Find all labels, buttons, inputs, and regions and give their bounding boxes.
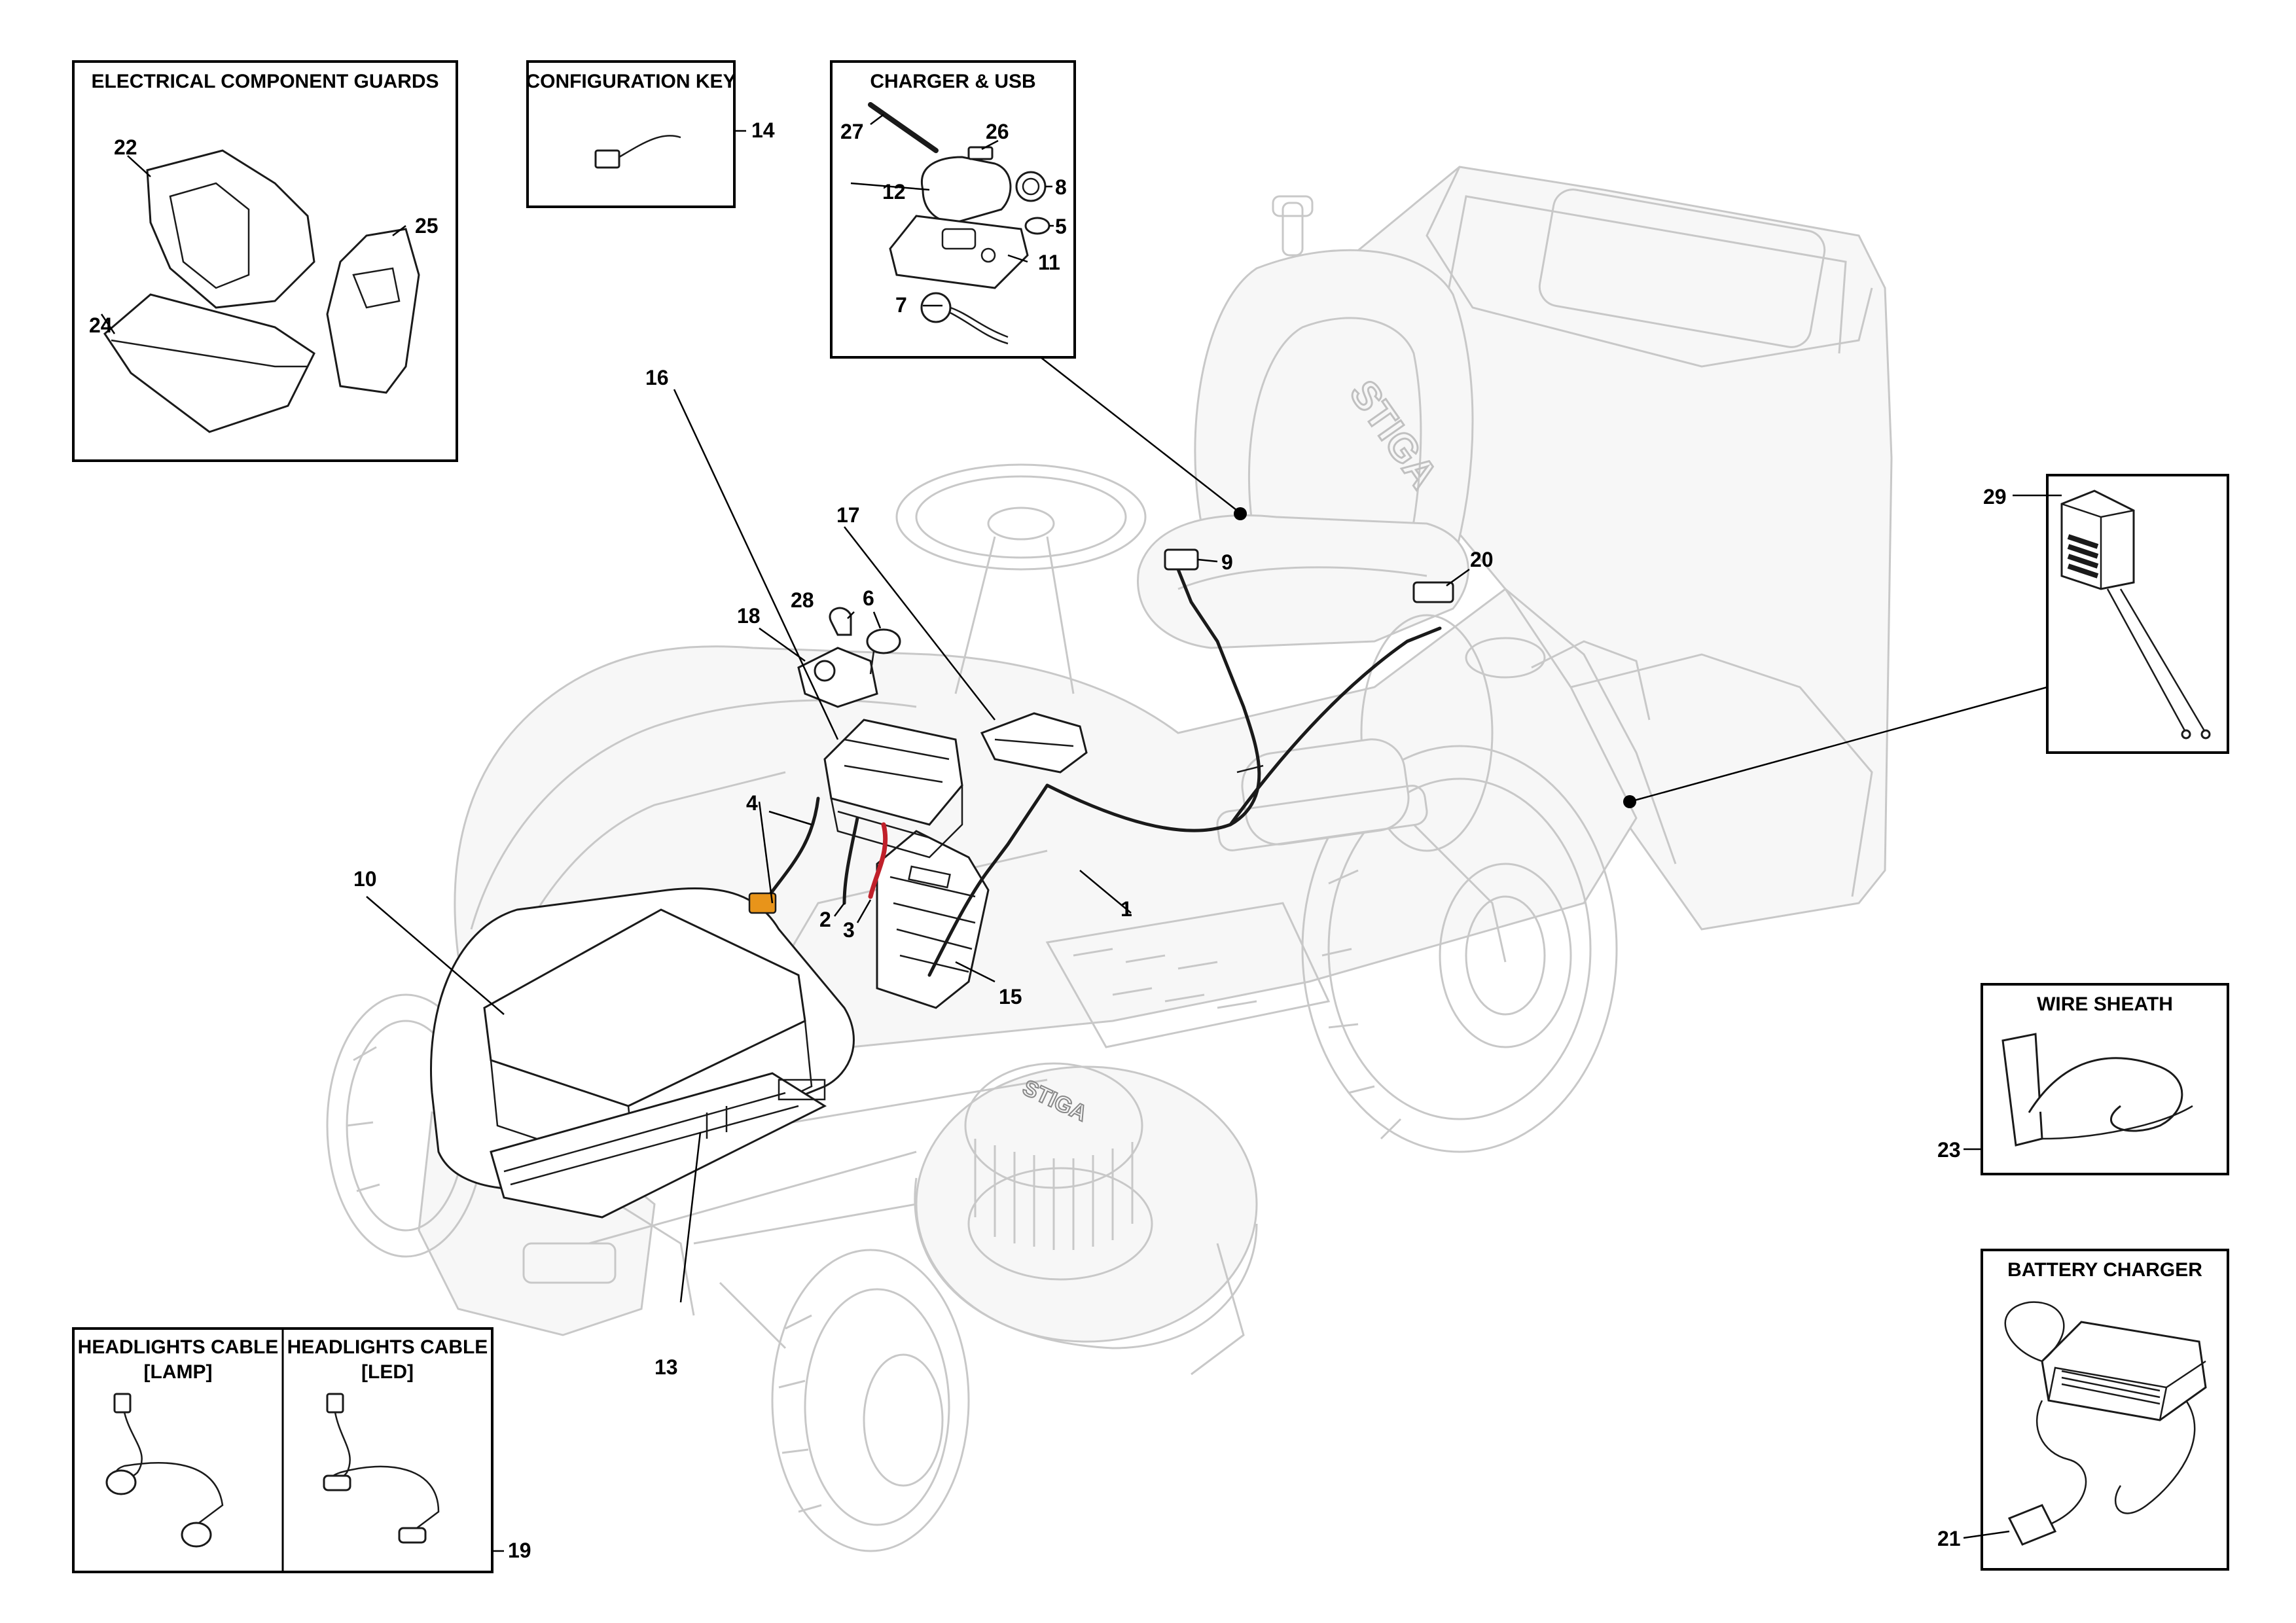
config-key-box-title: CONFIGURATION KEY (526, 71, 736, 92)
callout-15: 15 (999, 985, 1022, 1008)
rod-27-part (868, 102, 939, 153)
ring-5-part (1024, 217, 1050, 235)
front-wheel-ghost-right (771, 1249, 970, 1552)
battery-charger-box: BATTERY CHARGER (1981, 1249, 2229, 1571)
callout-5: 5 (1055, 215, 1067, 238)
wire-sheath-box-title: WIRE SHEATH (2037, 993, 2173, 1015)
callout-27: 27 (840, 120, 864, 143)
clip-26-part (967, 146, 994, 160)
battery-cable-black-2 (842, 816, 859, 905)
callout-10: 10 (353, 867, 377, 891)
seat-switch-part (1164, 548, 1199, 571)
callout-11: 11 (1038, 251, 1060, 274)
callout-4: 4 (746, 791, 758, 815)
clip-part (829, 607, 852, 636)
callout-14: 14 (751, 118, 775, 142)
config-key-box: CONFIGURATION KEY (526, 60, 736, 208)
charger-usb-box-title: CHARGER & USB (870, 71, 1035, 92)
callout-9: 9 (1221, 550, 1233, 574)
callout-19: 19 (508, 1539, 531, 1562)
headlights-cable-led-part (323, 1393, 440, 1544)
callout-18: 18 (737, 604, 761, 628)
battery-terminal-connector (748, 892, 777, 914)
usb-7-part (920, 292, 1009, 345)
callout-24: 24 (89, 313, 113, 337)
secondary-wire-harness (1047, 764, 1264, 800)
configuration-key-part (594, 135, 681, 169)
callout-1: 1 (1121, 897, 1132, 921)
callout-12: 12 (882, 180, 906, 204)
ignition-switch-part (797, 647, 878, 708)
headlights-lamp-title-2: [LAMP] (144, 1361, 213, 1383)
key-part (866, 628, 901, 675)
leader-lines (100, 114, 2062, 1552)
callout-13: 13 (655, 1355, 678, 1379)
main-wire-harness (927, 567, 1442, 977)
socket-8-part (1015, 171, 1047, 202)
headlights-box: HEADLIGHTS CABLE [LAMP] HEADLIGHTS CABLE… (72, 1327, 493, 1573)
guards-box-title: ELECTRICAL COMPONENT GUARDS (91, 71, 439, 92)
cap-12-part (920, 156, 1012, 224)
callout-numbers: 1 2 3 4 5 6 7 8 9 10 11 12 13 14 15 16 1… (89, 118, 2007, 1562)
callout-8: 8 (1055, 175, 1067, 199)
battery-tray-part (490, 1072, 827, 1219)
callout-20: 20 (1470, 548, 1494, 571)
rear-connector-part (1412, 581, 1454, 603)
callout-26: 26 (986, 120, 1009, 143)
guard-24-part (103, 293, 315, 433)
callout-29: 29 (1983, 485, 2007, 508)
callout-2: 2 (819, 908, 831, 931)
callout-25: 25 (415, 214, 439, 238)
callout-23: 23 (1937, 1138, 1961, 1162)
callout-22: 22 (114, 135, 137, 159)
guard-25-part (326, 228, 420, 394)
callout-7: 7 (895, 293, 907, 317)
resistor-grid (2067, 534, 2099, 579)
battery-charger-box-title: BATTERY CHARGER (2007, 1259, 2202, 1281)
wire-sheath-box: WIRE SHEATH (1981, 983, 2229, 1175)
callout-17: 17 (836, 503, 860, 527)
headlights-lamp-title-1: HEADLIGHTS CABLE (78, 1336, 279, 1358)
callout-16: 16 (645, 366, 669, 389)
headlights-cable-lamp-part (105, 1393, 224, 1548)
callout-21: 21 (1937, 1527, 1961, 1550)
guards-box: ELECTRICAL COMPONENT GUARDS (72, 60, 458, 462)
resistor-box (2046, 474, 2229, 754)
guard-22-part (146, 149, 315, 309)
battery-cable-red-3 (868, 822, 888, 899)
usb-module-part (980, 712, 1088, 774)
resistor-29-part (2060, 490, 2211, 740)
callout-28: 28 (791, 588, 814, 612)
tractor-ghost-outline: STIGA STIGA (326, 166, 1893, 1552)
charger-usb-box: CHARGER & USB (830, 60, 1076, 359)
headlights-led-title-1: HEADLIGHTS CABLE (287, 1336, 488, 1358)
headlights-led-title-2: [LED] (361, 1361, 414, 1383)
callout-3: 3 (843, 918, 855, 942)
callout-6: 6 (863, 586, 874, 610)
battery-charger-part (2004, 1301, 2207, 1546)
wire-sheath-part (2001, 1033, 2193, 1147)
panel-11-part (889, 215, 1029, 289)
